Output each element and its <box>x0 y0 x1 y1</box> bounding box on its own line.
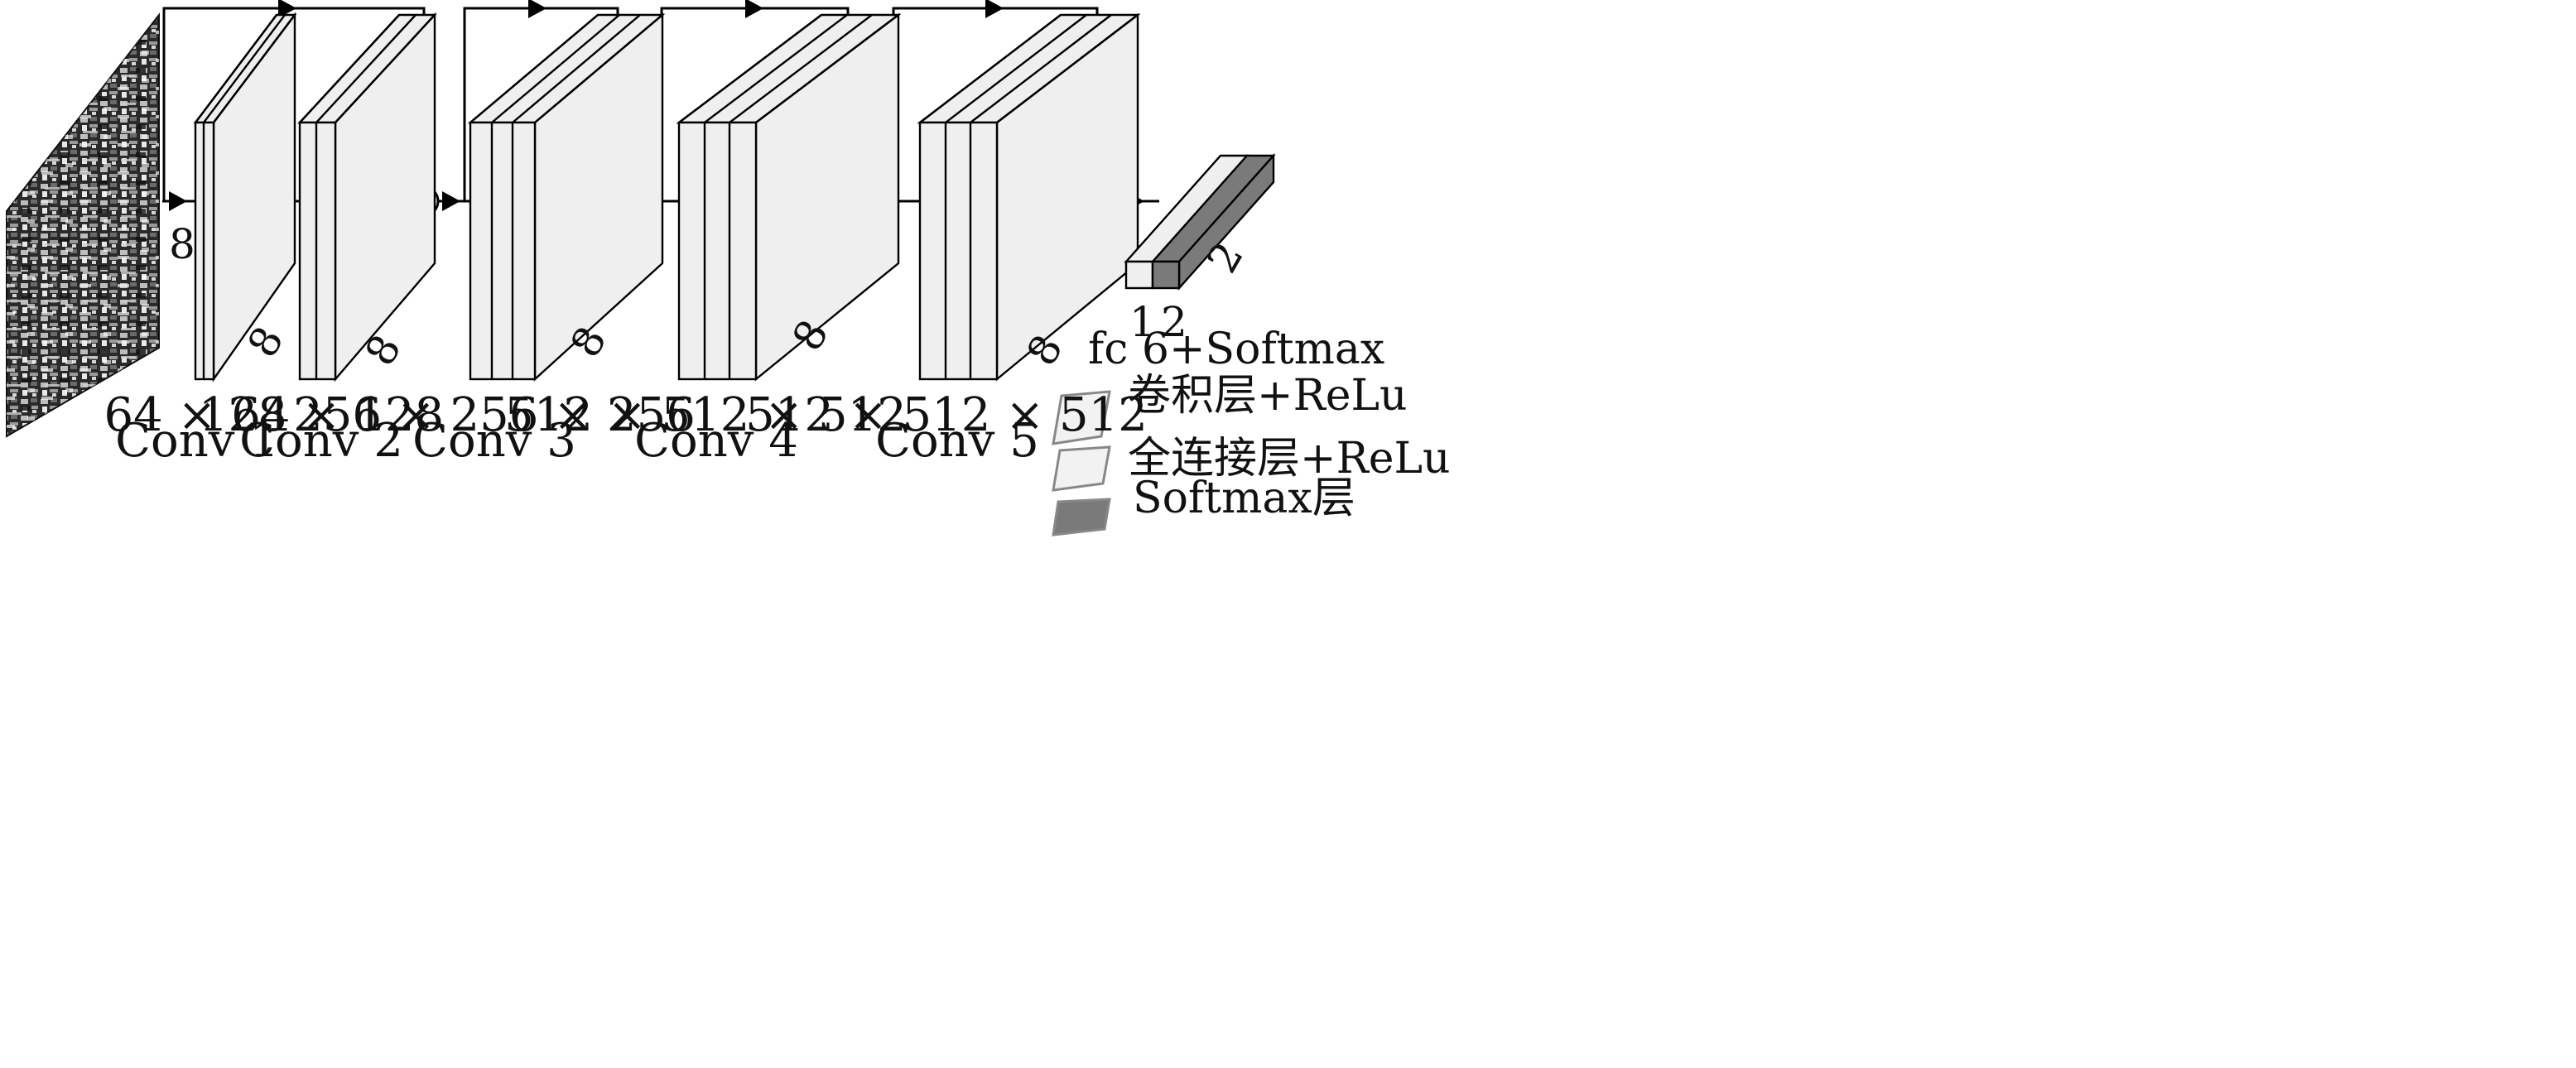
conv-slice-diagonal <box>970 14 1112 123</box>
conv1-dims: 64 × 64 <box>104 388 291 442</box>
conv-slice-diagonal <box>335 14 436 123</box>
conv-block-4 <box>676 12 902 382</box>
legend-swatch-conv-shape <box>1052 390 1111 445</box>
arrow-head-conv3 <box>442 191 460 211</box>
conv-block-front-face <box>298 121 337 381</box>
legend-label-conv: 卷积层+ReLu <box>1128 371 1408 421</box>
conv-block-3 <box>467 12 666 382</box>
legend-swatch-fc-shape <box>1052 445 1111 492</box>
input-texture-image <box>6 12 160 438</box>
conv-slice-diagonal <box>534 14 663 123</box>
conv-slice-diagonal <box>678 14 822 123</box>
conv-slice-diagonal <box>315 14 416 123</box>
fc-softmax-block <box>1124 152 1276 291</box>
conv3-name: Conv 3 <box>412 414 576 468</box>
conv5-dims: 512 × 512 × 512 <box>745 388 1148 442</box>
conv2-dims: 128 × 128 <box>198 388 445 442</box>
conv-block-front-face <box>469 121 537 381</box>
fc-front-face <box>1124 260 1154 290</box>
fc-unit-label-1: 1 <box>1129 298 1156 346</box>
conv-slice-diagonal <box>512 14 641 123</box>
conv5-name: Conv 5 <box>875 414 1039 468</box>
conv4-dims: 512 × 512 × 512 <box>504 388 907 442</box>
softmax-front-face <box>1151 260 1181 290</box>
conv-slice-diagonal <box>704 14 848 123</box>
legend-swatch-fc <box>1052 445 1111 492</box>
conv-block-2 <box>297 12 437 382</box>
conv1-name: Conv 1 <box>115 414 279 468</box>
skip-arrow-head-3 <box>745 0 763 18</box>
legend-label-softmax: Softmax层 <box>1133 474 1355 523</box>
conv3-dims: 256 × 256 × 256 <box>293 388 696 442</box>
conv-block-front-face <box>677 121 758 381</box>
conv2-name: Conv 2 <box>239 414 403 468</box>
skip-arrow-head-4 <box>985 0 1004 18</box>
conv4-name: Conv 4 <box>634 414 798 468</box>
conv-block-front-face <box>918 121 999 381</box>
legend-swatch-softmax <box>1052 498 1111 536</box>
legend-label-fc: 全连接层+ReLu <box>1128 434 1451 483</box>
legend-shapes <box>1052 390 1111 536</box>
legend-swatch-softmax-shape <box>1052 498 1111 536</box>
skip-arrow-head-1 <box>278 0 296 18</box>
blocks-layer <box>193 12 1141 382</box>
arrow-head-input <box>169 191 187 211</box>
conv-slice-diagonal <box>213 14 296 123</box>
skip-arrow-head-2 <box>528 0 546 18</box>
conv-slice-diagonal <box>945 14 1087 123</box>
conv-block-1 <box>193 12 297 382</box>
conv-slice-diagonal <box>203 14 286 123</box>
conv-slice-diagonal <box>299 14 400 123</box>
conv-slice-diagonal <box>996 14 1139 123</box>
conv-slice-diagonal <box>755 14 899 123</box>
conv-block-5 <box>917 12 1141 382</box>
fc-unit-label-2: 2 <box>1161 298 1187 346</box>
conv-slice-diagonal <box>491 14 620 123</box>
fc-name: fc 6+Softmax <box>1088 325 1385 374</box>
conv-slice-diagonal <box>919 14 1062 123</box>
conv-slice-diagonal <box>195 14 277 123</box>
input-depth-label: 8 <box>169 220 195 268</box>
conv-slice-diagonal <box>469 14 599 123</box>
conv-slice-diagonal <box>729 14 873 123</box>
legend-swatch-conv <box>1052 390 1111 445</box>
